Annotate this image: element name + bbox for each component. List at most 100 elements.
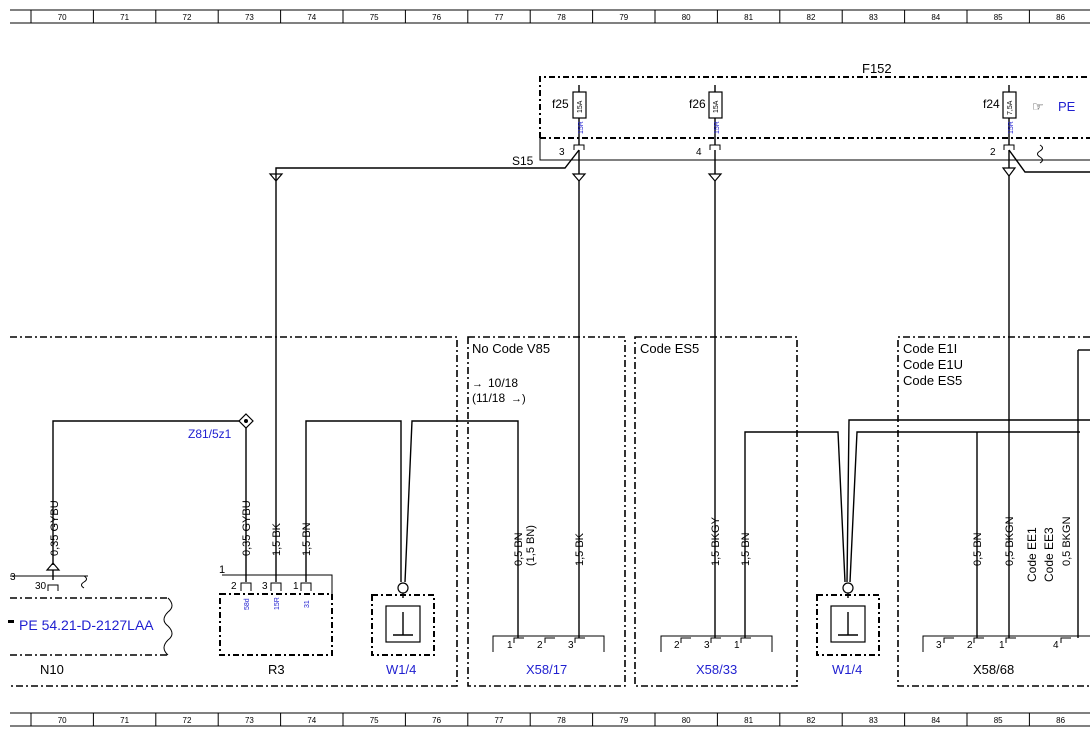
component-name: R3 (268, 662, 285, 677)
region-line: Code ES5 (903, 373, 962, 388)
fuse-name: f24 (983, 97, 1000, 111)
pin-number: 2 (231, 581, 237, 592)
bullet (8, 620, 14, 623)
pin-number: 3 (559, 147, 565, 158)
pin-number: 30 (35, 581, 47, 592)
top-column-label: 84 (931, 13, 940, 22)
fuse-terminal-label: 15R (714, 121, 721, 134)
component-x58-68: 3 2 1 4 X58/68 (922, 635, 1090, 677)
bottom-column-label: 71 (120, 716, 129, 725)
pin-marker (270, 582, 282, 591)
break-symbol (81, 575, 87, 589)
top-column-label: 78 (557, 13, 566, 22)
pin-marker (300, 582, 312, 591)
fuse-rating: 15A (713, 100, 720, 113)
fuse-rating: 15A (577, 100, 584, 113)
fuse-terminal-label: 15R (1008, 121, 1015, 134)
r3-body (219, 593, 333, 656)
component-name: X58/68 (973, 662, 1014, 677)
bottom-column-label: 83 (869, 716, 878, 725)
pin-number: 3 (10, 572, 16, 583)
top-column-label: 72 (183, 13, 192, 22)
arrow-right-icon: →) (511, 393, 526, 405)
pin-number: 3 (704, 640, 710, 651)
component-r3: 1 2 3 1 58d 15R 31 R3 (219, 564, 333, 677)
region-title: Code ES5 (640, 341, 699, 356)
region-line: Code E1U (903, 357, 963, 372)
bottom-column-label: 76 (432, 716, 441, 725)
region-labels: No Code V85 → 10/18 (11/18 →) Code ES5 C… (472, 341, 963, 405)
region-code-e1 (897, 336, 1090, 687)
pin-marker (513, 637, 524, 643)
wire-label: 1,5 BN (740, 532, 752, 566)
bottom-column-label: 86 (1056, 716, 1065, 725)
fuse-name: f25 (552, 97, 569, 111)
pin-marker (47, 584, 59, 591)
region-no-code-v85 (467, 336, 626, 687)
splice-arrow-icon (571, 173, 587, 182)
component-name: N10 (40, 662, 64, 677)
pe-link[interactable]: PE 54.21-D-2127LAA (19, 617, 154, 633)
pin-marker (544, 637, 555, 643)
pin-number: 1 (219, 564, 225, 576)
top-column-label: 81 (744, 13, 753, 22)
s15-bus-outline (539, 138, 1090, 161)
bottom-column-label: 75 (370, 716, 379, 725)
pin-marker (740, 637, 751, 643)
fuse-terminal-label: 15R (578, 121, 585, 134)
bottom-column-label: 79 (619, 716, 628, 725)
component-name[interactable]: X58/33 (696, 662, 737, 677)
splice-arrow-icon (268, 173, 284, 182)
wire-label: 0,5 BKGN (1061, 516, 1073, 566)
arrow-right-icon: → (472, 378, 483, 390)
pin-number: 1 (293, 581, 299, 592)
wire-label: 0,35 GYBU (241, 500, 253, 556)
pin-marker (1005, 637, 1016, 643)
fusebox-f152: F152 ☞ PE 15A f25 15R 15A f26 15R 7,5A f (512, 61, 1090, 168)
top-column-label: 76 (432, 13, 441, 22)
pin-marker (943, 637, 954, 643)
pin-marker (709, 144, 721, 150)
wire-labels: 0,35 GYBU 0,35 GYBU 1,5 BK 1,5 BN 0,5 BN… (49, 500, 1073, 582)
component-x58-33: 2 3 1 X58/33 (660, 635, 773, 677)
code-label: Code EE3 (1042, 527, 1056, 582)
bottom-column-label: 77 (495, 716, 504, 725)
pin-marker (574, 637, 585, 643)
bottom-column-label: 84 (931, 716, 940, 725)
pin-number: 2 (990, 147, 996, 158)
fusebox-pe-link[interactable]: PE (1058, 99, 1076, 114)
code-label: Code EE1 (1025, 527, 1039, 582)
component-name[interactable]: W1/4 (832, 662, 862, 677)
pin-marker (1003, 144, 1015, 150)
pin-marker (710, 637, 721, 643)
pin-marker (973, 637, 984, 643)
cross-ref: (11/18 (472, 391, 505, 405)
pin-number: 3 (262, 581, 268, 592)
component-w1-4-right: W1/4 (816, 594, 880, 677)
component-x58-17: 1 2 3 X58/17 (492, 635, 605, 677)
pin-label: 58d (244, 598, 251, 610)
wire-label: 1,5 BK (271, 522, 283, 556)
fusebox-name: F152 (862, 61, 892, 76)
pin-number: 3 (568, 640, 574, 651)
component-name[interactable]: X58/17 (526, 662, 567, 677)
wire-label: 0,5 BN (972, 532, 984, 566)
bottom-column-label: 85 (994, 716, 1003, 725)
bus-label: S15 (512, 154, 534, 168)
top-column-label: 86 (1056, 13, 1065, 22)
bottom-column-label: 80 (682, 716, 691, 725)
wire-label: 1,5 BN (301, 522, 313, 556)
component-name[interactable]: W1/4 (386, 662, 416, 677)
pin-number: 4 (696, 147, 702, 158)
bottom-column-label: 73 (245, 716, 254, 725)
pin-number: 1 (999, 640, 1005, 651)
pin-label: 15R (274, 597, 281, 610)
wire-label: (1,5 BN) (525, 525, 537, 566)
connector-ref[interactable]: Z81/5z1 (188, 427, 232, 441)
bottom-column-label: 81 (744, 716, 753, 725)
top-column-label: 82 (807, 13, 816, 22)
component-n10: 30 3 PE 54.21-D-2127LAA N10 (8, 572, 173, 677)
top-column-label: 85 (994, 13, 1003, 22)
